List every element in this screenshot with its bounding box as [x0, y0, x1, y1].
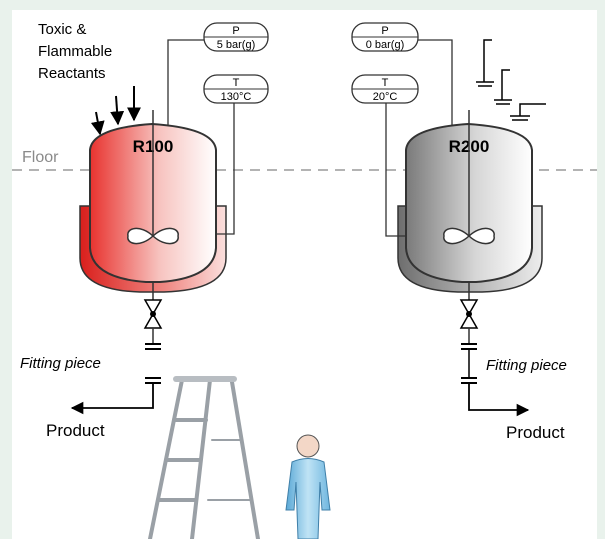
r200-product-label: Product	[506, 423, 565, 442]
r200-fitting-label: Fitting piece	[486, 357, 567, 374]
r200-outlet-arrow	[468, 383, 530, 417]
r100-product-label: Product	[46, 421, 105, 440]
r200-pressure-value: 0 bar(g)	[366, 39, 405, 51]
worker-figure	[285, 434, 331, 539]
vent-symbols	[476, 39, 546, 121]
reactor-r100: R100 P 5 bar(g) T 130°C Fitting piece Pr…	[20, 22, 269, 440]
ladder-illustration	[148, 376, 260, 539]
r200-bottom-valve	[459, 299, 479, 329]
r200-temperature-symbol: T	[382, 77, 389, 89]
r200-temperature-line	[385, 102, 406, 237]
r100-outlet-arrow	[70, 383, 154, 415]
r100-bottom-valve	[143, 299, 163, 329]
r100-pressure-symbol: P	[232, 25, 239, 37]
feed-arrows	[90, 86, 141, 136]
reactant-label-line-3: Reactants	[38, 65, 106, 82]
r200-temperature-value: 20°C	[373, 91, 398, 103]
r100-impeller	[127, 227, 179, 245]
r200-pressure-line	[418, 39, 453, 126]
r200-impeller	[443, 227, 495, 245]
r100-pressure-value: 5 bar(g)	[217, 39, 256, 51]
floor-label: Floor	[22, 149, 59, 166]
reactor-r200: R200 P 0 bar(g) T 20°C Fitt	[351, 22, 567, 442]
r200-pressure-symbol: P	[381, 25, 388, 37]
r100-pressure-line	[167, 39, 206, 126]
r100-temperature-symbol: T	[233, 77, 240, 89]
r100-fitting-label: Fitting piece	[20, 355, 101, 372]
r100-temperature-value: 130°C	[221, 91, 252, 103]
r100-temperature-line	[216, 102, 235, 235]
reactant-label-line-2: Flammable	[38, 43, 112, 60]
reactant-label-line-1: Toxic &	[38, 21, 86, 38]
